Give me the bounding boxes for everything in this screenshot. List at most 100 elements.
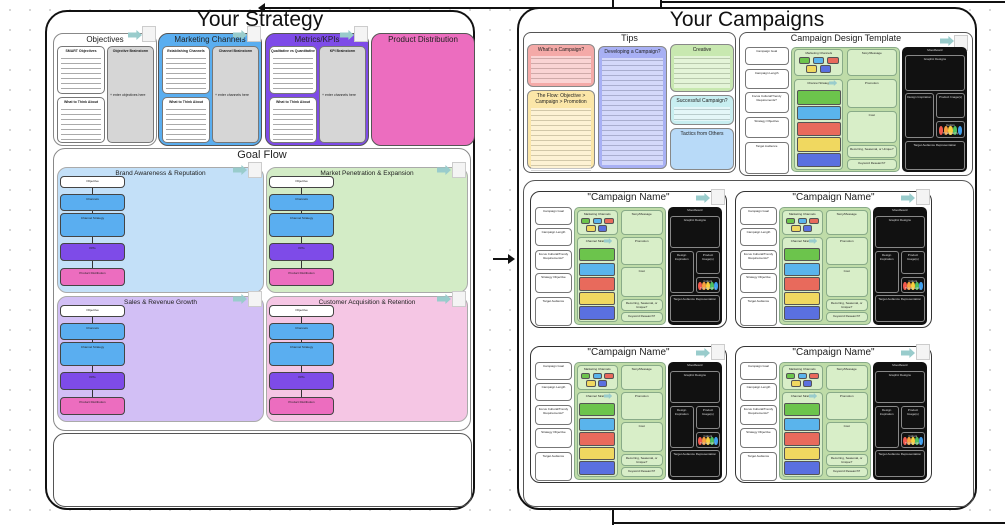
campaign-field-focus[interactable]: Focus Cultural/Trendy Requirements? [534,250,572,270]
colors-box[interactable]: Colors [900,276,925,293]
color-swatch[interactable] [706,436,710,445]
sticky-note-icon[interactable] [916,344,930,360]
channel-chip[interactable] [805,65,817,73]
strategy-slot[interactable] [784,432,821,446]
color-swatch[interactable] [706,281,710,290]
typography-box[interactable]: Typography [905,285,921,290]
campaign-field-focus[interactable]: Focus Cultural/Trendy Requirements? [739,250,777,270]
strategy-slot[interactable] [784,461,821,475]
campaign-field-audience[interactable]: Target Audience [744,142,789,174]
strategy-slot[interactable] [579,291,616,306]
channel-chip[interactable] [586,225,596,232]
campaign-field-promotion[interactable]: Promotion [825,392,868,420]
channel-chip[interactable] [604,372,614,380]
sticky-note-icon[interactable] [711,189,725,205]
color-swatch[interactable] [943,126,948,136]
colors-box[interactable]: Colors [936,120,965,139]
colors-box[interactable]: Colors [900,431,925,448]
channel-chip[interactable] [827,57,839,65]
color-swatch[interactable] [953,126,958,136]
strategy-slot[interactable] [784,248,821,262]
flow-step[interactable]: KPIs [60,243,125,261]
channel-chip[interactable] [797,217,807,225]
channel-chip[interactable] [803,380,813,387]
flow-step[interactable]: KPIs [60,372,125,390]
campaign-field-strategy[interactable]: Strategy Objective [739,428,777,448]
campaign-field-goal[interactable]: Campaign Goal [744,46,789,65]
strategy-slot[interactable] [579,432,616,446]
campaign-field-cost[interactable]: Cost [620,267,663,298]
channel-chip[interactable] [803,225,813,232]
campaign-field-keyword[interactable]: Keyword Research? [825,467,868,478]
campaign-field-length[interactable]: Campaign Length [534,228,572,247]
campaign-name[interactable]: "Campaign Name" [587,192,670,203]
campaign-field-goal[interactable]: Campaign Goal [534,207,572,225]
channel-chip[interactable] [598,380,608,387]
campaign-field-audience[interactable]: Target Audience [739,451,777,481]
campaign-field-promotion[interactable]: Promotion [825,237,868,265]
design-inspiration-box[interactable]: Design Inspiration [874,250,899,293]
color-swatch[interactable] [714,436,718,445]
campaign-field-promotion[interactable]: Promotion [620,392,663,420]
typography-box[interactable]: Typography [905,440,921,445]
campaign-field-audience[interactable]: Target Audience [534,451,572,481]
channel-chip[interactable] [791,380,801,387]
color-swatch[interactable] [903,281,907,290]
campaign-field-length[interactable]: Campaign Length [744,68,789,89]
campaign-field-cost[interactable]: Cost [825,422,868,453]
campaign-field-strategy[interactable]: Strategy Objective [739,273,777,293]
campaign-field-audience[interactable]: Target Audience [534,296,572,326]
sticky-note-icon[interactable] [452,162,466,178]
campaign-field-focus[interactable]: Focus Cultural/Trendy Requirements? [534,405,572,425]
audience-representation-box[interactable]: Target Audience Representation [874,295,925,323]
strategy-slot[interactable] [579,248,616,262]
sticky-note-icon[interactable] [354,26,368,42]
flow-step[interactable]: KPIs [269,372,334,390]
flow-step[interactable]: Product Distribution [269,397,334,415]
strategy-slot[interactable] [797,137,841,152]
color-swatch[interactable] [915,436,919,445]
brainstorm-panel[interactable]: Objective Brainstorm+ enter objectives h… [107,46,154,143]
campaign-field-story[interactable]: Story/Message [620,209,663,235]
campaign-name[interactable]: "Campaign Name" [792,192,875,203]
product-images-box[interactable]: Product Image(s) [695,405,720,430]
campaign-field-strategy[interactable]: Strategy Objective [534,428,572,448]
audience-representation-box[interactable]: Target Audience Representation [669,295,720,323]
product-images-box[interactable]: Product Image(s) [900,405,925,430]
campaign-field-story[interactable]: Story/Message [620,364,663,390]
audience-representation-box[interactable]: Target Audience Representation [874,450,925,478]
color-swatch[interactable] [957,126,963,136]
empty-notes-box[interactable] [53,433,472,507]
sticky-note-icon[interactable] [247,26,261,42]
flow-step[interactable]: Product Distribution [60,397,125,415]
strategy-slot[interactable] [579,277,616,291]
graphic-designs-box[interactable]: Graphic Designs [874,215,925,249]
sticky-note-icon[interactable] [142,26,156,42]
colors-box[interactable]: Colors [695,431,720,448]
sticky-note-icon[interactable] [452,291,466,307]
color-swatch[interactable] [903,436,907,445]
channel-chip[interactable] [797,372,807,380]
channel-chip[interactable] [586,380,596,387]
campaign-field-goal[interactable]: Campaign Goal [739,207,777,225]
flow-step[interactable]: Channel Strategy [60,342,125,366]
campaign-field-strategy[interactable]: Strategy Objective [534,273,572,293]
campaign-field-story[interactable]: Story/Message [825,209,868,235]
colors-box[interactable]: Colors [695,276,720,293]
design-inspiration-box[interactable]: Design Inspiration [669,405,694,448]
strategy-slot[interactable] [579,446,616,461]
strategy-slot[interactable] [797,105,841,121]
campaign-name[interactable]: "Campaign Name" [587,347,670,358]
campaign-field-goal[interactable]: Campaign Goal [739,362,777,380]
color-swatch[interactable] [907,436,911,445]
campaign-name[interactable]: "Campaign Name" [792,347,875,358]
flow-step[interactable]: Channel Strategy [269,342,334,366]
campaign-field-focus[interactable]: Focus Cultural/Trendy Requirements? [739,405,777,425]
campaign-field-story[interactable]: Story/Message [846,48,897,77]
channel-chip[interactable] [819,65,832,73]
flow-step[interactable]: Channels [60,323,125,340]
campaign-field-audience[interactable]: Target Audience [739,296,777,326]
channel-chip[interactable] [592,372,602,380]
